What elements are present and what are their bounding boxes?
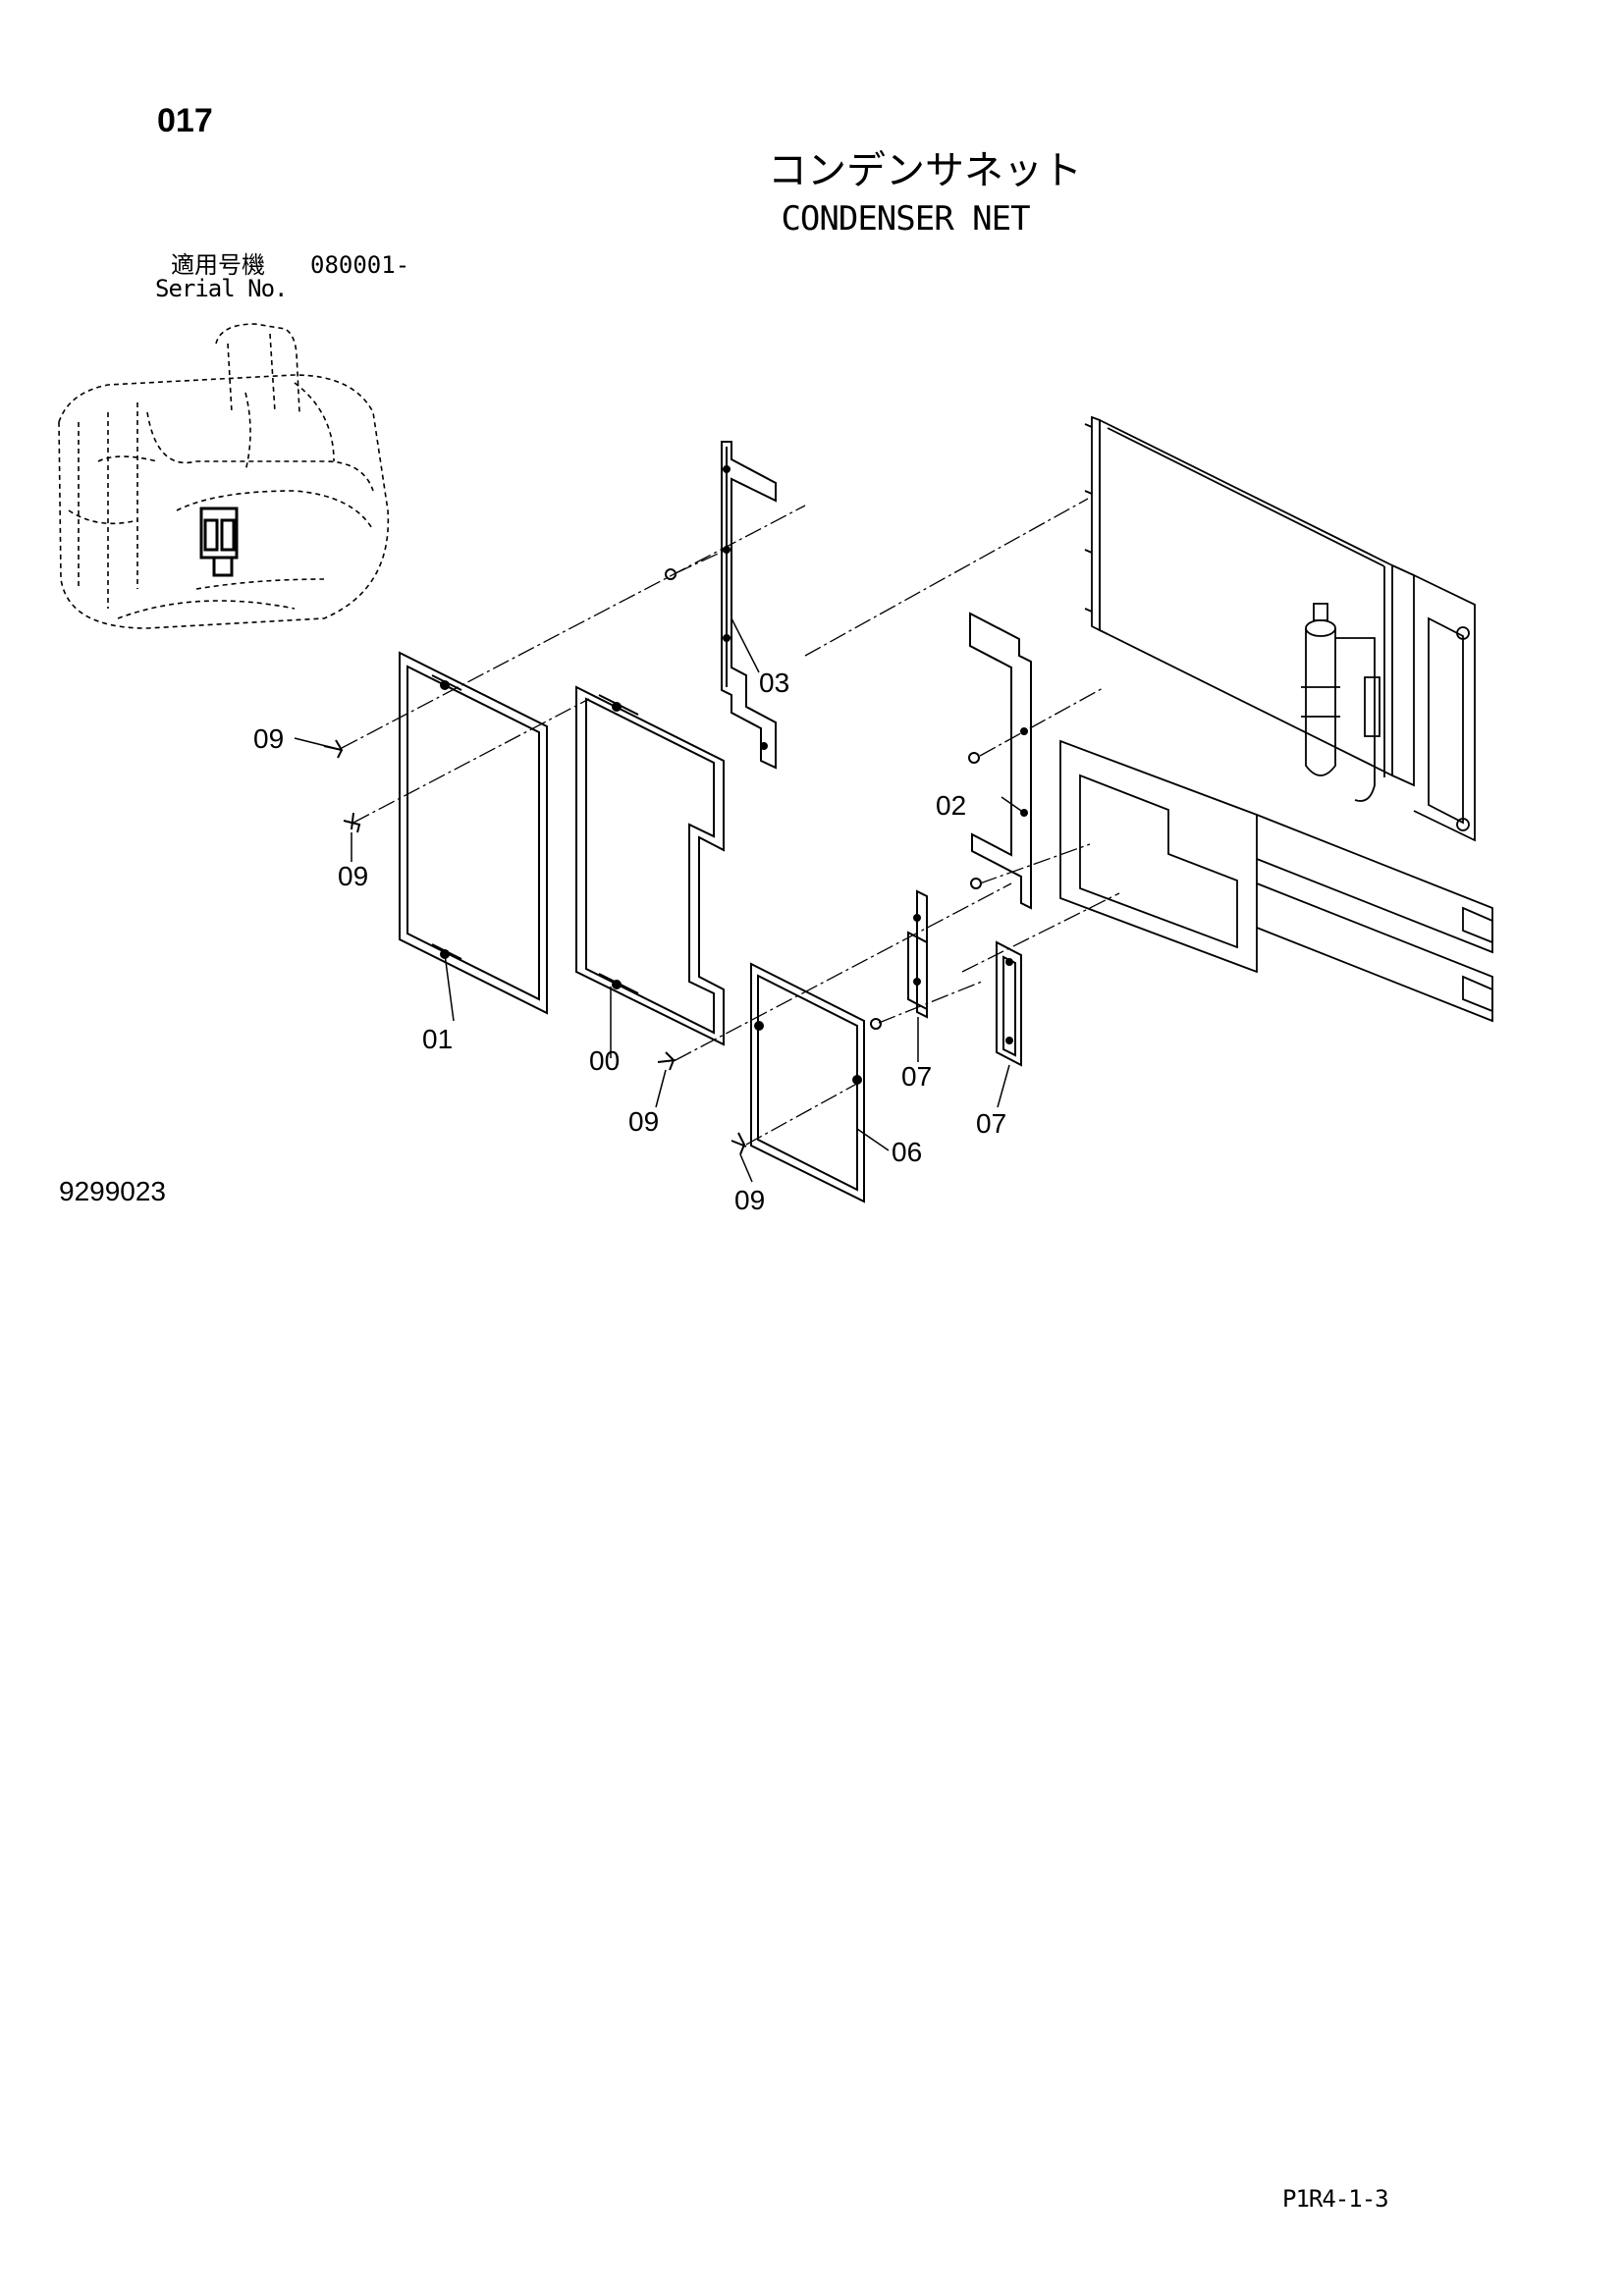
machine-locator-sketch	[58, 323, 390, 629]
label-part-09-b: 09	[338, 861, 368, 891]
part-07-bracket-b	[996, 940, 1022, 1067]
label-part-09-d: 09	[734, 1185, 765, 1215]
label-part-09-a: 09	[253, 723, 284, 754]
label-part-03: 03	[759, 667, 789, 698]
label-part-09-c: 09	[628, 1106, 659, 1137]
figure-number: 9299023	[59, 1176, 167, 1206]
bolts	[323, 568, 982, 1155]
assembly-lines	[341, 498, 1120, 1146]
part-03-bracket	[721, 441, 777, 770]
part-02-bracket	[969, 612, 1032, 910]
label-part-02: 02	[936, 790, 966, 821]
part-06-small-net	[750, 962, 865, 1203]
label-part-06: 06	[892, 1137, 922, 1167]
label-part-01: 01	[422, 1024, 453, 1054]
serial-label-english: Serial No.	[155, 275, 288, 302]
page-reference: P1R4-1-3	[1282, 2185, 1389, 2213]
diagram-title-japanese: コンデンサネット	[768, 148, 1082, 193]
page-number: 017	[157, 102, 213, 139]
diagram-title-english: CONDENSER NET	[781, 199, 1030, 239]
part-00-net-notched	[575, 685, 725, 1046]
leader-lines	[294, 617, 1025, 1183]
condenser-assembly	[1059, 415, 1493, 1023]
locator-highlight	[199, 507, 239, 577]
part-07-bracket-a	[907, 889, 928, 1019]
label-part-07-a: 07	[901, 1061, 932, 1092]
serial-label-japanese: 適用号機	[171, 251, 265, 279]
label-part-00: 00	[589, 1045, 620, 1076]
serial-number-value: 080001-	[310, 251, 410, 279]
label-part-07-b: 07	[976, 1108, 1006, 1139]
part-labels: 01 00 03 02 06 07 07 09 09 09 09	[253, 667, 1006, 1215]
